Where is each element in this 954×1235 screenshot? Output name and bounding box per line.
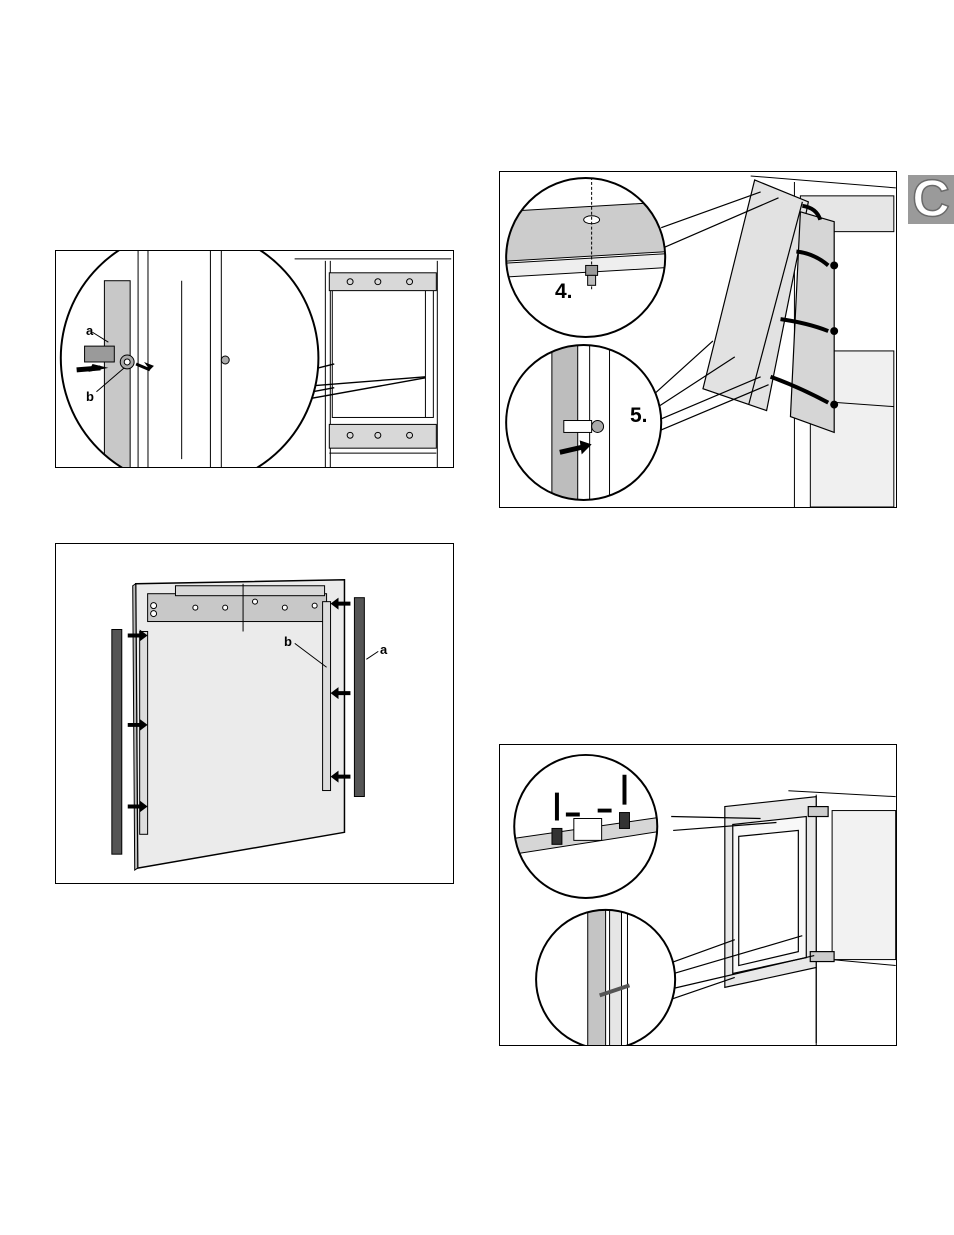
label-screw-b: b (86, 389, 94, 404)
figure-door-alignment (499, 744, 897, 1046)
illustration-door-hanging (500, 172, 896, 507)
figure-strip-screw-detail: a b (55, 250, 454, 468)
illustration-door-alignment (500, 745, 896, 1045)
section-tab: C (908, 175, 954, 224)
figure-door-hanging-steps: 4. 5. (499, 171, 897, 508)
step-4-label: 4. (555, 280, 573, 304)
figure-door-panel-strips: b a (55, 543, 454, 884)
step-5-label: 5. (630, 404, 648, 428)
label-inner-strip-b: b (284, 634, 292, 649)
label-strip-a: a (86, 323, 93, 338)
illustration-strip-screw (56, 251, 453, 467)
illustration-door-panel (56, 544, 453, 883)
label-outer-strip-a: a (380, 642, 387, 657)
section-letter: C (908, 171, 954, 227)
